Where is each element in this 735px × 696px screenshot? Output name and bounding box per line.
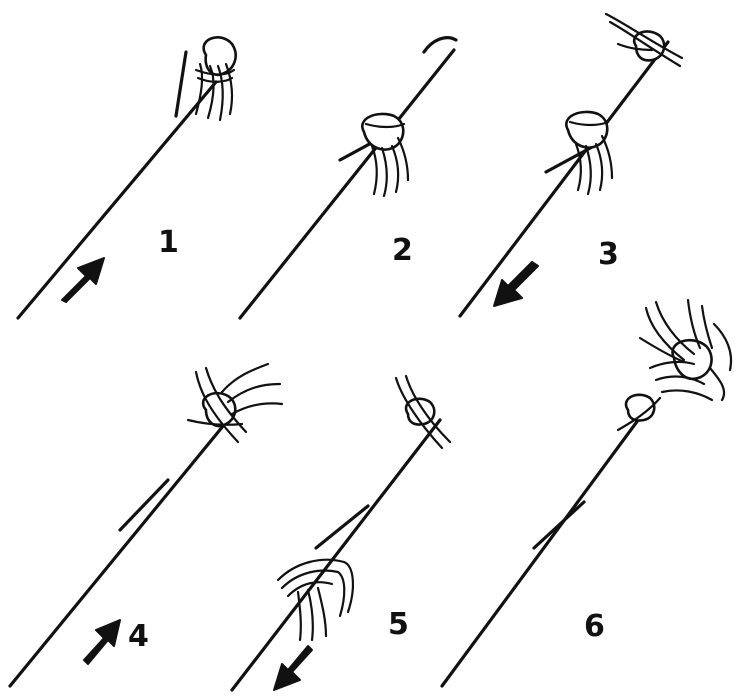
arrow-down-left-icon	[494, 262, 538, 306]
step-5-yarn-bundle	[278, 560, 353, 640]
step-5-leader-end	[316, 506, 368, 548]
step-4-hook-shank	[10, 420, 228, 686]
step-1-panel: 1	[18, 37, 236, 318]
step-3-top-knot	[606, 14, 682, 66]
step-5-hook-shank	[232, 420, 440, 690]
step-6-leader-end	[534, 502, 584, 548]
step-2-hook-bend	[424, 38, 456, 52]
step-6-hook-shank	[442, 404, 650, 686]
step-1-yarn-bundle	[196, 37, 236, 120]
step-3-yarn-bundle	[566, 112, 612, 194]
step-6-finished-fly-head	[640, 300, 731, 400]
step-3-hook-shank	[460, 42, 668, 316]
step-6-lower-knot	[618, 395, 660, 430]
step-2-number: 2	[392, 233, 413, 268]
step-4-yarn-knot	[188, 364, 282, 442]
step-4-number: 4	[128, 619, 149, 654]
step-5-top-knot	[396, 376, 450, 448]
step-3-number: 3	[598, 237, 619, 272]
step-2-hook-shank	[240, 50, 454, 318]
step-3-panel: 3	[460, 14, 682, 316]
step-1-number: 1	[158, 225, 179, 260]
step-4-panel: 4	[10, 364, 282, 686]
step-5-number: 5	[388, 607, 409, 642]
step-1-leader-end	[176, 52, 186, 116]
step-6-number: 6	[584, 609, 605, 644]
step-1-hook-shank	[18, 82, 216, 318]
arrow-down-left-icon	[274, 646, 312, 690]
arrow-up-right-icon	[62, 258, 104, 302]
arrow-up-right-icon	[84, 620, 120, 664]
step-6-panel: 6	[442, 300, 731, 686]
step-2-panel: 2	[240, 38, 456, 318]
step-5-panel: 5	[232, 376, 450, 690]
